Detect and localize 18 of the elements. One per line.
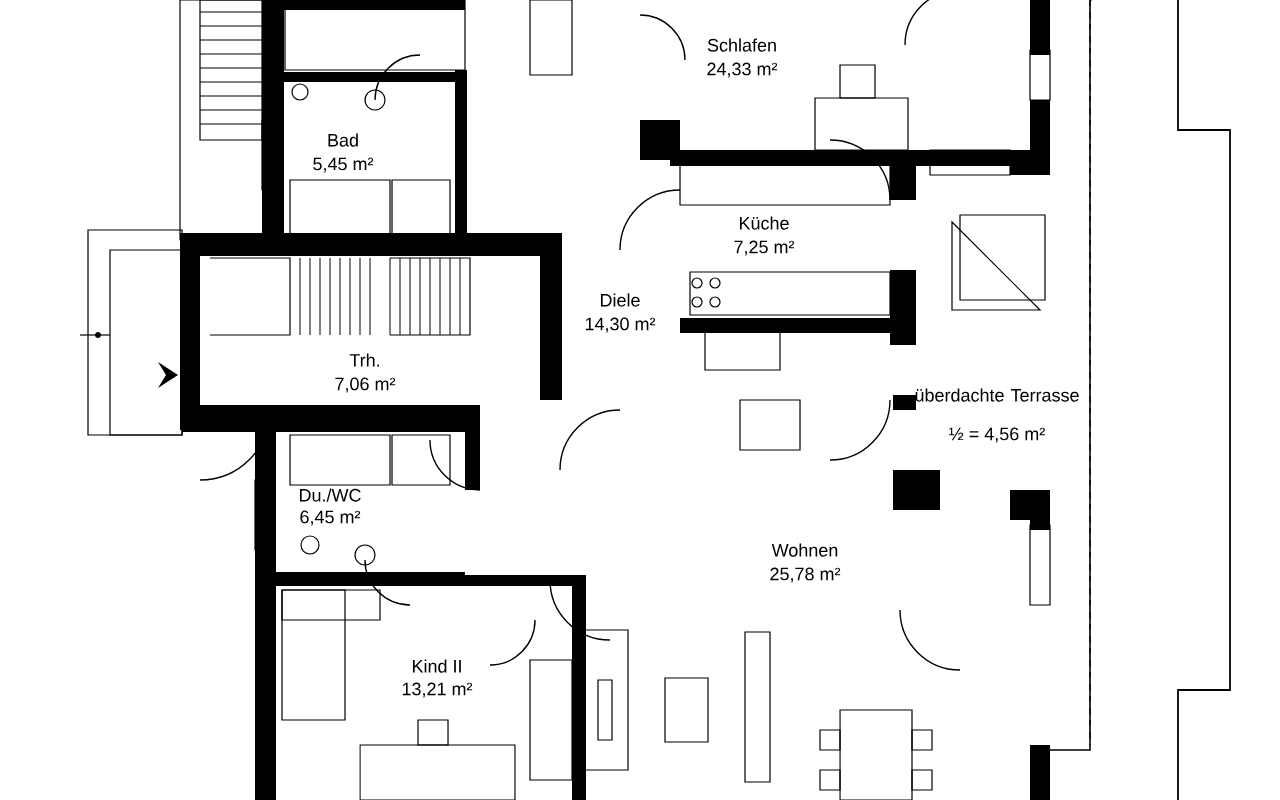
room-label: 14,30 m² bbox=[585, 317, 656, 333]
room-label: Kind II bbox=[412, 659, 461, 673]
room-label: Wohnen bbox=[771, 543, 838, 557]
room-label: 24,33 m² bbox=[707, 62, 778, 78]
room-label: Schlafen bbox=[707, 38, 776, 52]
room-label: Küche bbox=[739, 216, 789, 230]
room-label: 6,45 m² bbox=[300, 510, 361, 526]
room-label: Diele bbox=[600, 293, 640, 307]
room-label: 25,78 m² bbox=[770, 567, 841, 583]
room-label: Bad bbox=[328, 133, 358, 147]
room-label: 13,21 m² bbox=[402, 682, 473, 698]
room-label: Trh. bbox=[349, 353, 380, 367]
room-label: 7,25 m² bbox=[734, 240, 795, 256]
room-label: Du./WC bbox=[300, 488, 361, 502]
room-label: 5,45 m² bbox=[313, 157, 374, 173]
room-label: überdachte Terrasse bbox=[915, 388, 1079, 402]
room-label: 7,06 m² bbox=[335, 377, 396, 393]
room-label: ½ = 4,56 m² bbox=[949, 427, 1045, 443]
